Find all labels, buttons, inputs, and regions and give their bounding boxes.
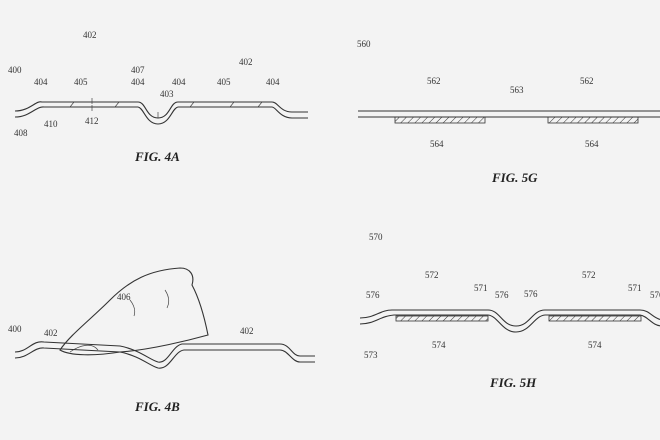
figure-5g: 560 562 563 562 564 564 FIG. 5G <box>357 39 660 185</box>
figure-caption: FIG. 5G <box>491 170 538 185</box>
label: 404 <box>131 77 145 87</box>
label: 574 <box>432 340 446 350</box>
label: 564 <box>430 139 444 149</box>
layer-top-4a <box>14 101 308 119</box>
label: 405 <box>217 77 231 87</box>
layer-top-5h <box>359 309 660 327</box>
label: 404 <box>34 77 48 87</box>
label: 563 <box>510 85 524 95</box>
label: 576 <box>650 290 660 300</box>
figure-caption: FIG. 4A <box>134 149 180 164</box>
label: 404 <box>172 77 186 87</box>
sensor-pad <box>547 116 639 124</box>
label: 405 <box>74 77 88 87</box>
label: 412 <box>85 116 99 126</box>
figure-5h: 570 572 572 576 571 576 576 571 576 573 … <box>359 232 660 390</box>
sensor-pad <box>395 315 489 322</box>
label: 576 <box>495 290 509 300</box>
figure-4b: 406 400 402 402 FIG. 4B <box>8 267 315 414</box>
label: 408 <box>14 128 28 138</box>
label: 570 <box>369 232 383 242</box>
layer-top-5g <box>358 110 660 118</box>
sensor-pad <box>548 315 642 322</box>
label: 402 <box>240 326 254 336</box>
label: 576 <box>366 290 380 300</box>
layer-top-4b <box>14 341 315 363</box>
layer-bottom-5h <box>359 314 660 333</box>
figure-caption: FIG. 5H <box>489 375 537 390</box>
label: 402 <box>239 57 253 67</box>
label: 576 <box>524 289 538 299</box>
layer-bottom-4b <box>14 347 315 369</box>
label: 564 <box>585 139 599 149</box>
label: 400 <box>8 65 22 75</box>
finger-outline <box>59 267 209 356</box>
label: 571 <box>474 283 488 293</box>
label: 402 <box>44 328 58 338</box>
label: 562 <box>580 76 594 86</box>
sensor-pad <box>394 116 486 124</box>
label: 572 <box>425 270 439 280</box>
label: 402 <box>83 30 97 40</box>
label: 562 <box>427 76 441 86</box>
label: 400 <box>8 324 22 334</box>
label: 571 <box>628 283 642 293</box>
figure-caption: FIG. 4B <box>134 399 180 414</box>
label: 403 <box>160 89 174 99</box>
label: 410 <box>44 119 58 129</box>
label: 560 <box>357 39 371 49</box>
label: 574 <box>588 340 602 350</box>
layer-bottom-4a <box>14 106 308 125</box>
label: 404 <box>266 77 280 87</box>
label: 407 <box>131 65 145 75</box>
label: 572 <box>582 270 596 280</box>
figure-4a: 402 400 404 405 407 404 404 405 404 402 … <box>8 30 308 164</box>
label: 573 <box>364 350 378 360</box>
label: 406 <box>117 292 131 302</box>
